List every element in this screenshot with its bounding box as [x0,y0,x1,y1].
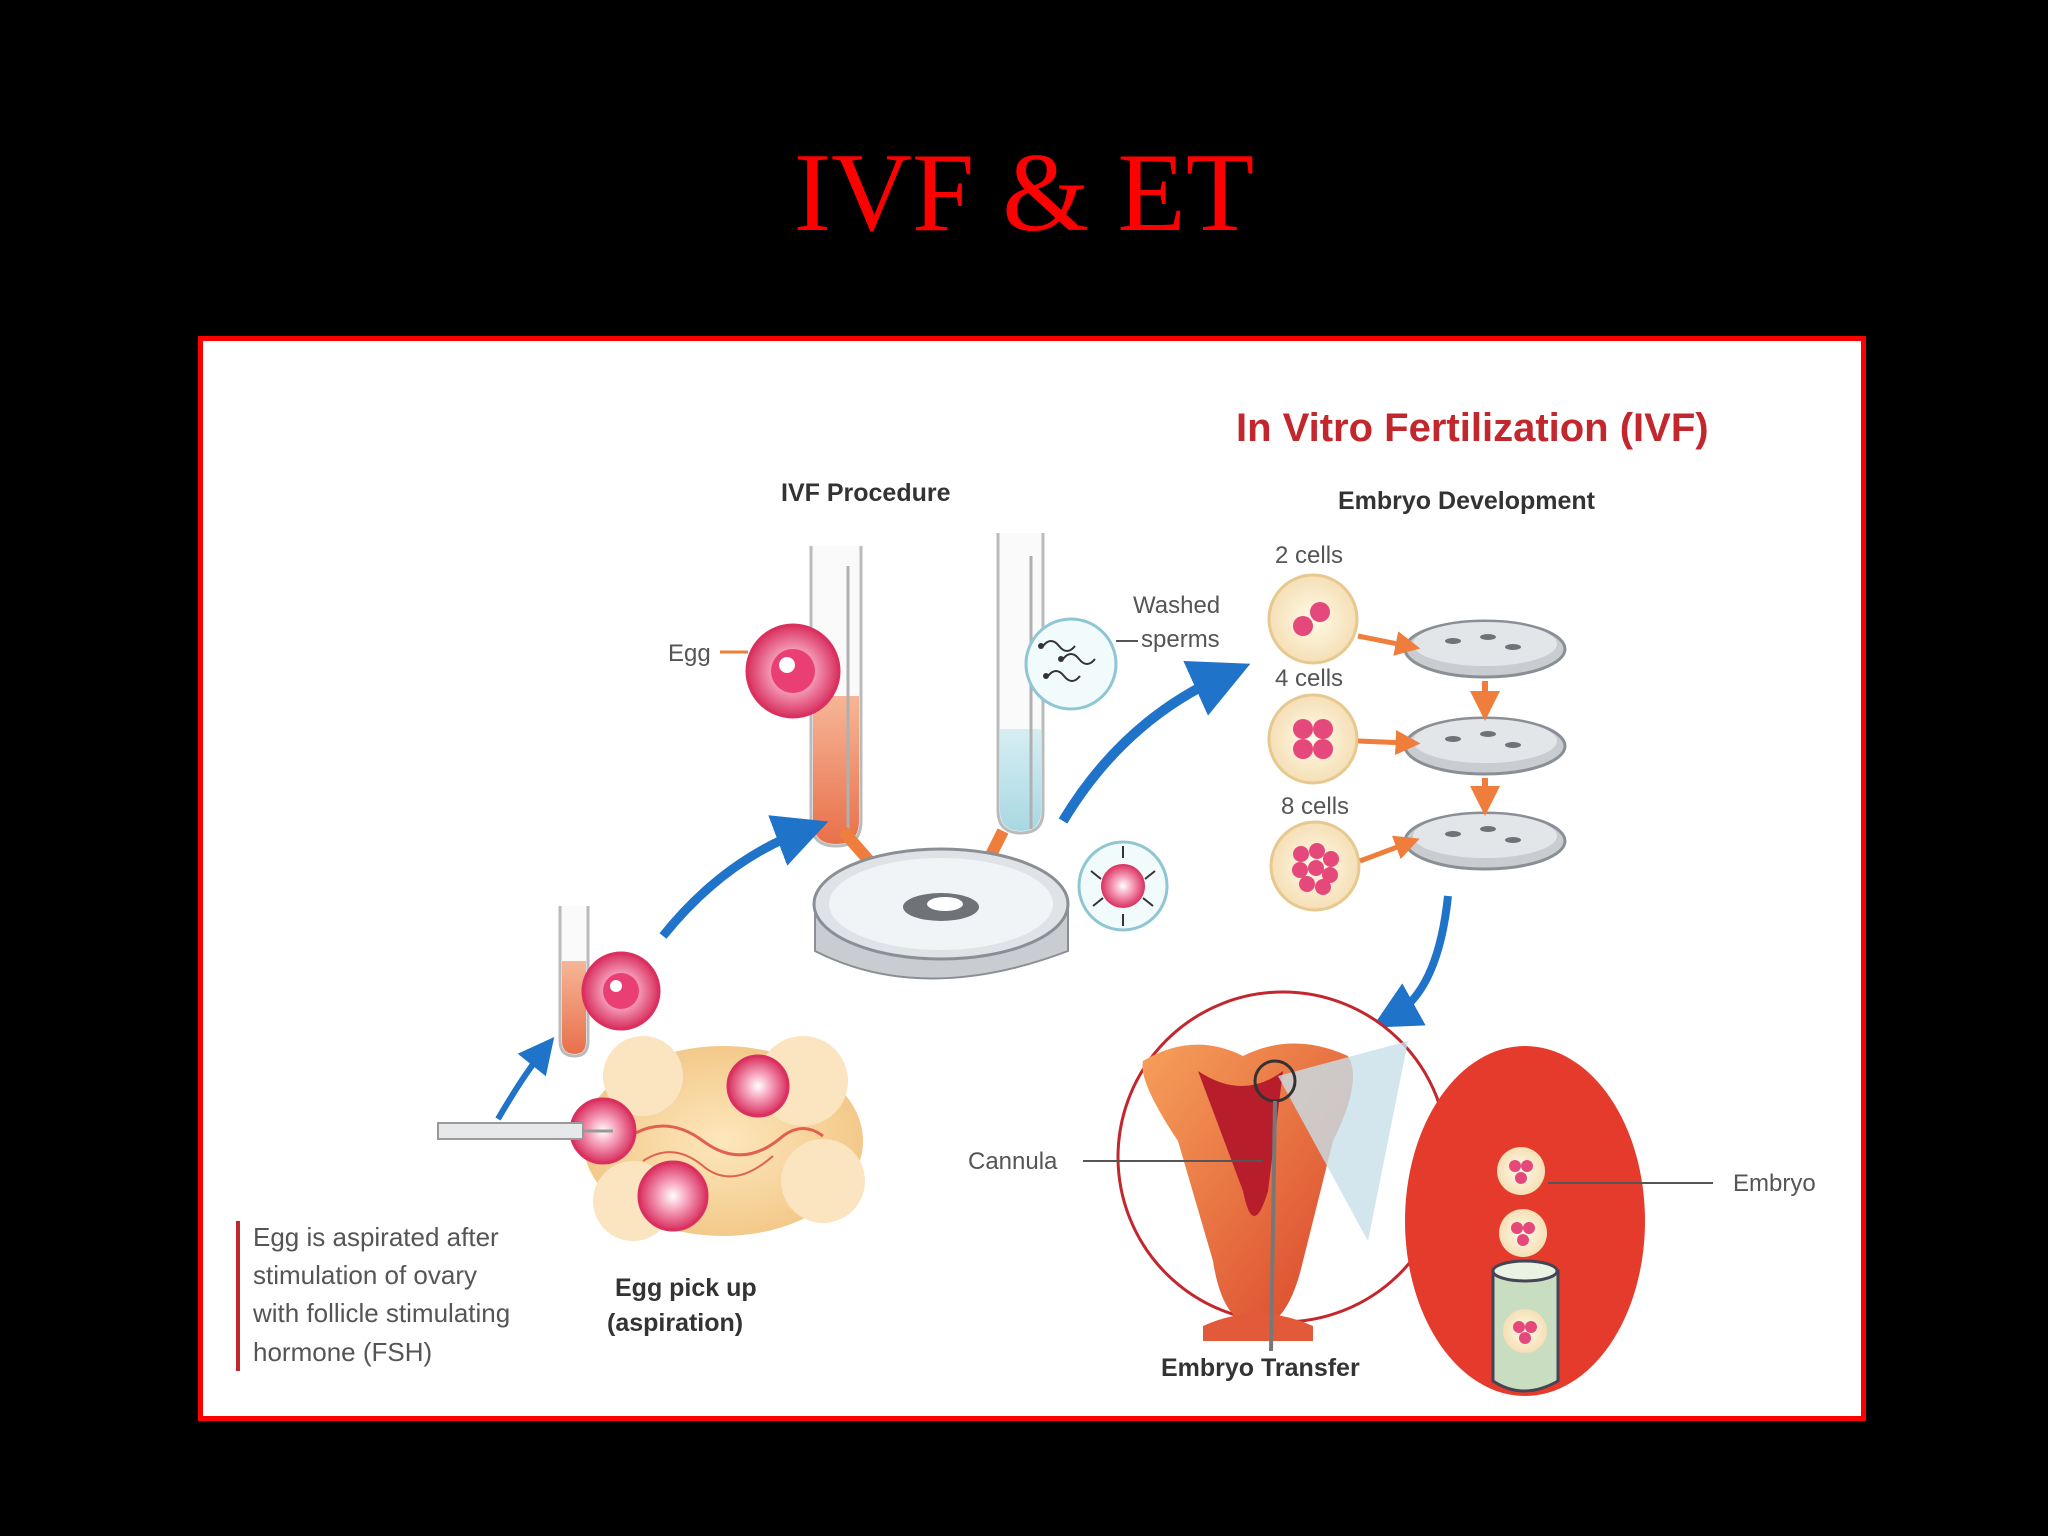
flow-arrow-icon-4 [495,1036,555,1121]
stage-label-2: 2 cells [1275,542,1343,569]
small-test-tube-icon [558,906,590,1058]
stage-label-8: 8 cells [1281,793,1349,820]
development-label: Embryo Development [1338,487,1596,515]
ovary-icon [569,1036,865,1241]
transfer-label: Embryo Transfer [1161,1354,1360,1382]
flow-arrow-icon-2 [1058,660,1251,824]
egg-test-tube-icon [809,546,863,848]
pickup-label-line1: Egg pick up [615,1274,757,1302]
cannula-line [1269,1100,1277,1352]
embryo-zoom-icon [1405,1046,1645,1396]
flow-arrow-icon-1 [659,815,829,939]
uterus-icon [1116,990,1450,1341]
embryo-label: Embryo [1733,1170,1816,1197]
caption-line-4: hormone (FSH) [253,1337,432,1367]
pickup-label-line2: (aspiration) [607,1309,743,1337]
washed-label-line2: sperms [1141,626,1220,653]
needle-icon [437,1122,613,1140]
slide-title: IVF & ET [793,131,1255,255]
procedure-label: IVF Procedure [781,479,951,507]
stage-label-4: 4 cells [1275,665,1343,692]
culture-dish-icon-1 [1403,619,1567,679]
figure-frame: In Vitro Fertilization (IVF) IVF Procedu… [198,336,1866,1421]
figure-heading: In Vitro Fertilization (IVF) [1236,406,1709,450]
washed-label-line1: Washed [1133,592,1220,619]
fertilized-egg-icon [1077,840,1169,932]
caption-line-2: stimulation of ovary [253,1260,477,1290]
stage-arrow-3 [1359,835,1420,864]
culture-dish-icon-2 [1403,716,1567,776]
caption-line-3: with follicle stimulating [252,1298,510,1328]
egg-cell-icon-small [581,951,661,1031]
sperm-test-tube-icon [996,533,1045,835]
embryo-4-cell-icon [1267,693,1359,785]
cannula-label: Cannula [968,1148,1058,1175]
sperm-cell-icon [1024,617,1118,711]
culture-dish-icon-3 [1403,811,1567,871]
egg-label: Egg [668,640,711,667]
caption-line-1: Egg is aspirated after [253,1222,499,1252]
embryo-2-cell-icon [1267,573,1359,665]
embryo-8-cell-icon [1269,820,1361,912]
petri-dish-icon [812,847,1070,980]
ivf-diagram: In Vitro Fertilization (IVF) IVF Procedu… [236,406,1816,1396]
stage-arrow-2 [1357,730,1421,755]
egg-cell-icon [745,623,841,719]
flow-arrow-icon-3 [1372,895,1452,1028]
stage-arrow-1 [1357,631,1421,656]
